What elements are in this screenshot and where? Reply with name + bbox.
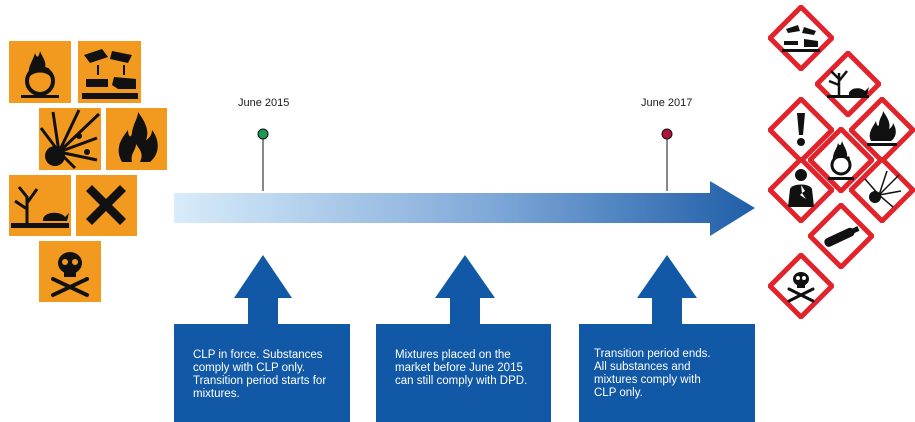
health-hazard-icon	[768, 157, 834, 223]
corrosive-icon	[78, 41, 141, 103]
stage-text-2015: CLP in force. Substances comply with CLP…	[193, 349, 327, 400]
callout-mid	[376, 255, 551, 422]
gas-cylinder-icon	[808, 203, 874, 269]
callout-2015	[174, 255, 350, 422]
oxidising-icon	[9, 41, 71, 103]
stage-text-2017: Transition period ends. All substances a…	[594, 348, 711, 399]
callout-2017	[579, 255, 755, 422]
exploding-bomb-icon	[849, 157, 915, 223]
flame-over-circle-icon	[808, 127, 874, 193]
milestone-dot-2017	[661, 128, 673, 140]
harmful-x-icon	[76, 175, 137, 236]
environment-icon	[815, 51, 881, 117]
explosive-icon	[39, 108, 101, 170]
environment-icon	[9, 175, 71, 236]
milestone-label-2015: June 2015	[238, 97, 290, 109]
corrosion-icon	[768, 5, 834, 71]
milestone-label-2017: June 2017	[641, 97, 693, 109]
flammable-icon	[106, 108, 167, 170]
stage-text-mid: Mixtures placed on the market before Jun…	[395, 349, 528, 387]
milestone-dot-2015	[257, 128, 269, 140]
toxic-skull-icon	[39, 241, 101, 302]
skull-crossbones-icon	[768, 253, 834, 319]
